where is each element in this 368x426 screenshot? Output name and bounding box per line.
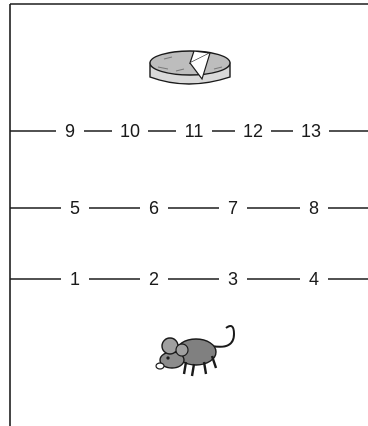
node-label: 5 — [70, 198, 80, 218]
node-label: 10 — [120, 121, 140, 141]
maze-row: 5 6 7 8 — [10, 198, 368, 218]
node-label: 1 — [70, 269, 80, 289]
maze-row: 9 10 11 12 13 — [10, 121, 368, 141]
node-label: 11 — [185, 121, 204, 141]
node-label: 7 — [228, 198, 238, 218]
node-label: 4 — [309, 269, 319, 289]
node-label: 12 — [243, 121, 263, 141]
mouse-icon — [156, 326, 234, 376]
node-label: 13 — [301, 121, 321, 141]
node-label: 6 — [149, 198, 159, 218]
node-label: 2 — [149, 269, 159, 289]
maze-row: 1 2 3 4 — [10, 269, 368, 289]
cheese-icon — [150, 51, 230, 84]
node-label: 9 — [65, 121, 75, 141]
node-label: 3 — [228, 269, 238, 289]
node-label: 8 — [309, 198, 319, 218]
